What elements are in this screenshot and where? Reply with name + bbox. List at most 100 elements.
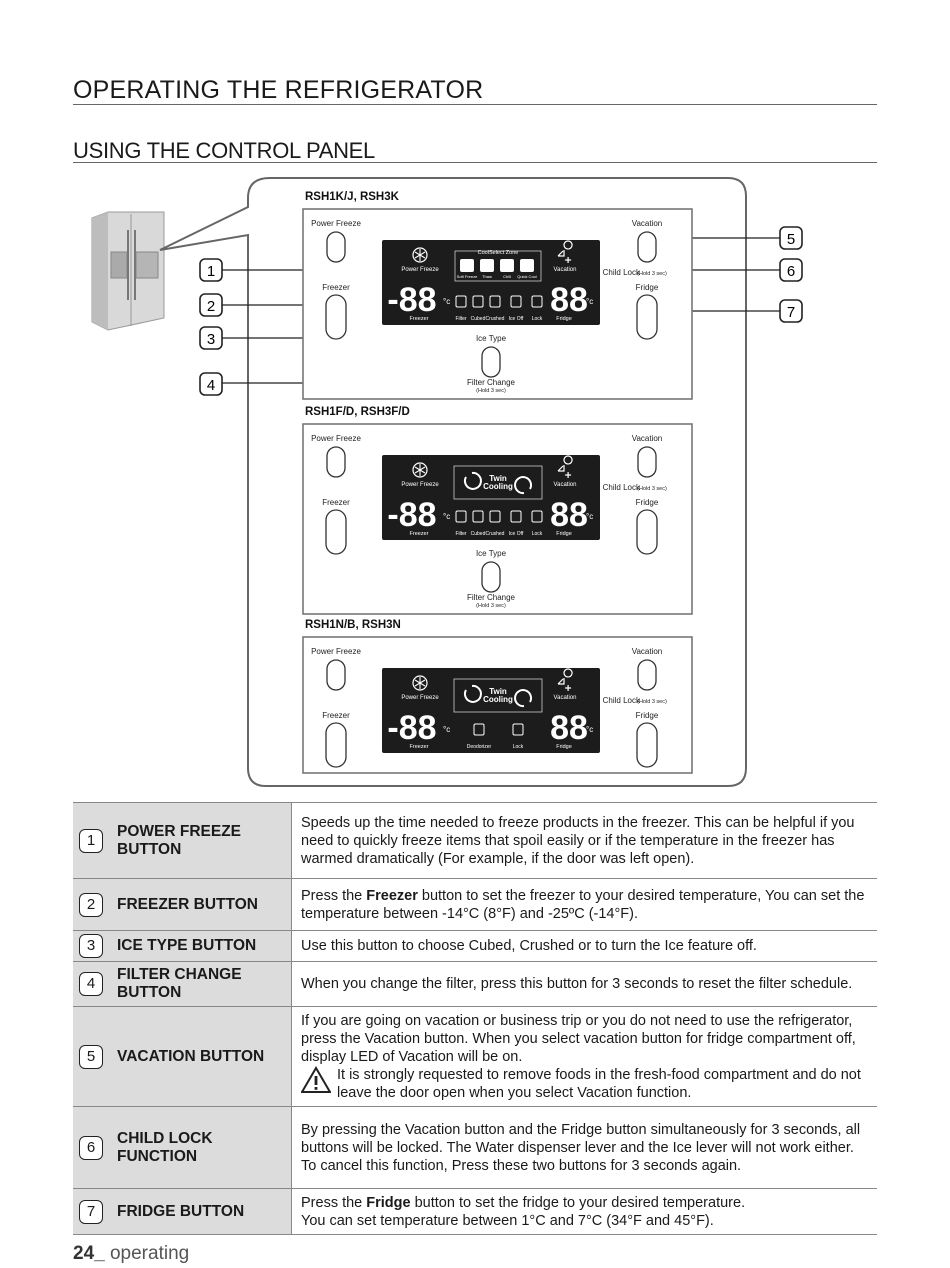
zone-mode-label: Soft Freeze <box>457 274 478 279</box>
display-status-icon <box>455 295 467 308</box>
snowflake-icon <box>412 247 428 263</box>
callout-2: 2 <box>199 293 320 317</box>
row-text: When you change the filter, press this b… <box>301 976 853 992</box>
row-text: By pressing the Vacation button and the … <box>301 1121 861 1174</box>
twin-cooling-right-icon <box>514 689 533 708</box>
callout-6: 6 <box>686 258 803 282</box>
freezer-label: Freezer <box>322 283 350 292</box>
row-number-badge: 4 <box>79 972 103 996</box>
snowflake-icon <box>412 675 428 691</box>
zone-mode-icon <box>520 259 534 272</box>
freezer-unit: °c <box>443 297 450 306</box>
callout-7-label: 7 <box>787 304 795 321</box>
ice-type-button[interactable] <box>481 561 501 593</box>
vacation-button[interactable] <box>637 446 657 478</box>
display-icon-label: Lock <box>532 531 543 537</box>
display-power-freeze: Power Freeze <box>401 695 439 701</box>
row-label: FILTER CHANGE BUTTON <box>117 966 242 1001</box>
display-vacation: Vacation <box>554 267 577 273</box>
freezer-label: Freezer <box>322 711 350 720</box>
row-label: CHILD LOCK FUNCTION <box>117 1129 213 1165</box>
twin-cooling-left-icon <box>463 684 482 703</box>
power-freeze-button[interactable] <box>326 446 346 478</box>
filter-change-label: Filter Change <box>467 593 516 602</box>
footer-section: operating <box>109 1243 190 1264</box>
row-label: ICE TYPE BUTTON <box>117 937 257 954</box>
display-icon-label: Filter <box>455 531 466 537</box>
fridge-unit: °c <box>586 512 593 521</box>
display-status-icon <box>512 723 524 736</box>
display-icon-label: Deodorizer <box>467 744 492 750</box>
freezer-button[interactable] <box>325 509 347 555</box>
child-lock-label: Child Lock <box>603 268 641 277</box>
page-footer: 24_ operating <box>73 1243 189 1265</box>
section-rule <box>73 162 877 163</box>
fridge-temp-display: 88 <box>550 281 588 319</box>
vacation-button[interactable] <box>637 659 657 691</box>
fridge-unit: °c <box>586 725 593 734</box>
row-label: POWER FREEZE BUTTON <box>117 822 242 858</box>
fridge-button[interactable] <box>636 722 658 768</box>
fridge-button[interactable] <box>636 294 658 340</box>
callout-3-label: 3 <box>207 331 215 348</box>
row-number-badge: 1 <box>79 828 103 853</box>
display-icon-label: Ice Off <box>509 531 524 537</box>
filter-hold-label: (Hold 3 sec) <box>476 603 506 609</box>
power-freeze-label: Power Freeze <box>311 647 361 656</box>
freezer-button[interactable] <box>325 294 347 340</box>
display-icon-label: Cubed <box>471 316 486 322</box>
freezer-label: Freezer <box>322 498 350 507</box>
freezer-temp-display: -88 <box>387 709 436 747</box>
zone-mode-icon <box>460 259 474 272</box>
power-freeze-button[interactable] <box>326 231 346 263</box>
coolselect-zone-title: CoolSelect Zone <box>478 250 519 256</box>
row-text: Use this button to choose Cubed, Crushed… <box>301 938 757 954</box>
warning-icon <box>301 1065 331 1093</box>
freezer-button[interactable] <box>325 722 347 768</box>
section-title: USING THE CONTROL PANEL <box>73 138 375 163</box>
display-fridge-label: Fridge <box>556 531 572 537</box>
display-power-freeze: Power Freeze <box>401 482 439 488</box>
display-icon-label: Crushed <box>486 316 505 322</box>
callout-6-label: 6 <box>787 263 795 280</box>
display-status-icon <box>472 510 484 523</box>
display-icon-label: Lock <box>513 744 524 750</box>
child-lock-hold-label: (Hold 3 sec) <box>637 699 667 705</box>
fridge-label: Fridge <box>636 711 659 720</box>
display-status-icon <box>489 510 501 523</box>
twin-cooling-label-2: Cooling <box>483 482 513 491</box>
vacation-button[interactable] <box>637 231 657 263</box>
row-number-badge: 6 <box>79 1135 103 1160</box>
fridge-unit: °c <box>586 297 593 306</box>
row-text-line2: You can set temperature between 1°C and … <box>301 1212 714 1229</box>
fridge-button[interactable] <box>636 509 658 555</box>
row-text-bold: Freezer <box>366 887 418 904</box>
description-row: 4 FILTER CHANGE BUTTON When you change the… <box>73 961 877 1007</box>
row-text-post: button to set the freezer to your desire… <box>301 887 865 922</box>
warning-note: It is strongly requested to remove foods… <box>301 1065 869 1102</box>
vacation-label: Vacation <box>632 647 663 656</box>
row-number-badge: 3 <box>79 934 103 958</box>
display-vacation: Vacation <box>554 482 577 488</box>
fridge-temp-display: 88 <box>550 709 588 747</box>
display-fridge-label: Fridge <box>556 744 572 750</box>
row-text-bold: Fridge <box>366 1194 411 1211</box>
display-status-icon <box>473 723 485 736</box>
power-freeze-button[interactable] <box>326 659 346 691</box>
vacation-icon <box>557 240 573 263</box>
display-vacation: Vacation <box>554 695 577 701</box>
row-text-post: button to set the fridge to your desired… <box>410 1194 746 1211</box>
zone-mode-icon <box>500 259 514 272</box>
twin-cooling-label-1: Twin <box>489 687 507 696</box>
ice-type-button[interactable] <box>481 346 501 378</box>
display-icon-label: Filter <box>455 316 466 322</box>
